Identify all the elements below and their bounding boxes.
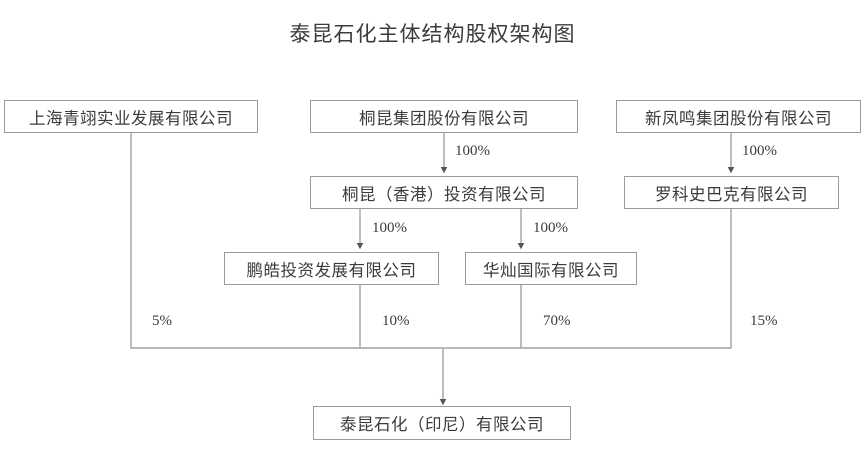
node-label: 桐昆集团股份有限公司 <box>359 108 529 128</box>
edge-label-hk-to-penghao: 100% <box>372 220 407 236</box>
node-label: 新凤鸣集团股份有限公司 <box>645 108 832 128</box>
node-label: 桐昆（香港）投资有限公司 <box>342 184 546 204</box>
node-luokeshibake[interactable]: 罗科史巴克有限公司 <box>624 176 839 209</box>
edge-label-penghao-to-taikun: 10% <box>382 313 410 329</box>
edge-label-qingyi-to-taikun: 5% <box>152 313 172 329</box>
edge-label-tongkun-group-to-hk: 100% <box>455 143 490 159</box>
page-title: 泰昆石化主体结构股权架构图 <box>289 22 576 46</box>
node-xinfengming[interactable]: 新凤鸣集团股份有限公司 <box>616 100 861 133</box>
node-shanghai-qingyi[interactable]: 上海青翊实业发展有限公司 <box>4 100 258 133</box>
node-label: 罗科史巴克有限公司 <box>655 184 808 204</box>
node-label: 泰昆石化（印尼）有限公司 <box>340 415 544 434</box>
node-label: 华灿国际有限公司 <box>483 260 619 280</box>
edge-label-huacan-to-taikun: 70% <box>543 313 571 329</box>
edge-label-hk-to-huacan: 100% <box>533 220 568 236</box>
node-tongkun-hk[interactable]: 桐昆（香港）投资有限公司 <box>310 176 578 209</box>
node-huacan[interactable]: 华灿国际有限公司 <box>465 252 637 285</box>
node-label: 鹏皓投资发展有限公司 <box>246 260 417 280</box>
node-penghao[interactable]: 鹏皓投资发展有限公司 <box>224 252 439 285</box>
edge-label-luoke-to-taikun: 15% <box>750 313 778 329</box>
node-label: 上海青翊实业发展有限公司 <box>29 108 233 128</box>
node-tongkun-group[interactable]: 桐昆集团股份有限公司 <box>310 100 578 133</box>
node-taikun[interactable]: 泰昆石化（印尼）有限公司 <box>313 406 571 440</box>
edge-label-xinfengming-to-luoke: 100% <box>742 143 777 159</box>
